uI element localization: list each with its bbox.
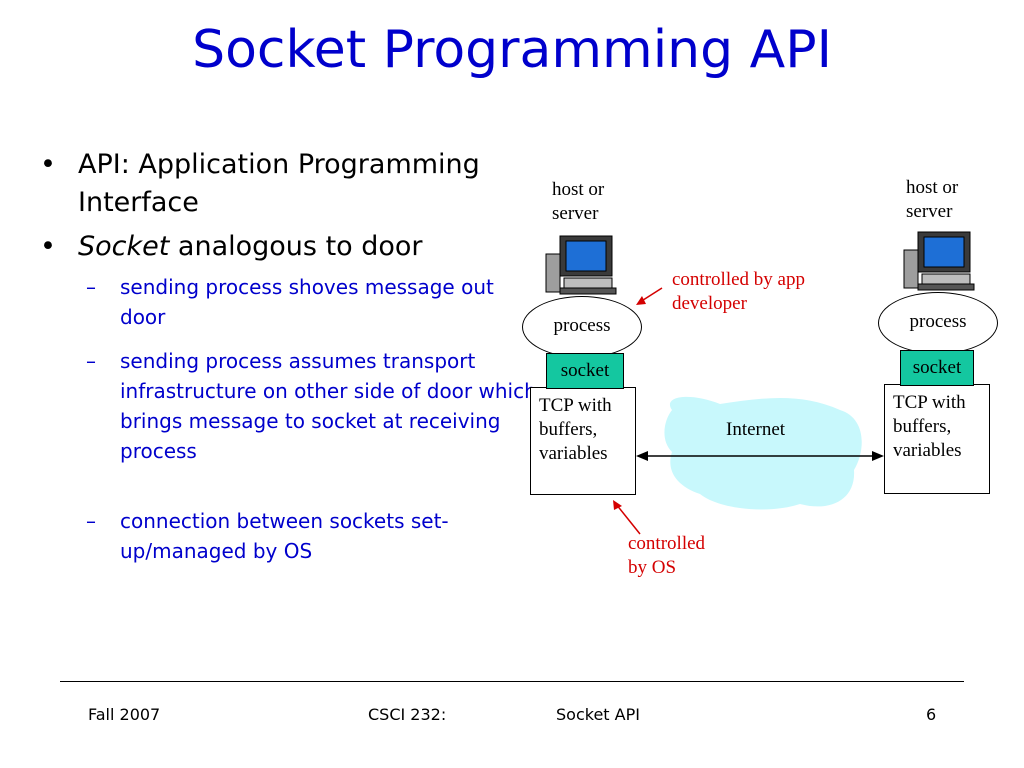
footer-course: CSCI 232: — [368, 705, 447, 724]
footer-page-number: 6 — [926, 705, 937, 724]
right-host-label: host or server — [906, 177, 959, 222]
right-tcp-label: TCP with buffers, variables — [893, 392, 966, 461]
slide-title: Socket Programming API — [192, 20, 832, 80]
internet-label: Internet — [726, 419, 786, 440]
left-socket-box: socket — [546, 353, 624, 389]
right-tcp-box: TCP with buffers, variables — [884, 384, 990, 494]
bullet-socket-text: analogous to door — [169, 231, 423, 262]
bullet-socket-em: Socket — [78, 231, 170, 262]
right-process-ellipse: process — [878, 292, 998, 354]
left-socket-label: socket — [560, 360, 610, 381]
controlled-app-label: controlled by app developer — [672, 269, 805, 314]
footer-divider — [60, 681, 964, 682]
footer-topic: Socket API — [556, 705, 640, 724]
sub-bullet-dash: – — [86, 275, 96, 299]
controlled-os-label: controlled by OS — [628, 533, 706, 578]
left-host-label: host or server — [552, 179, 605, 224]
sub-bullet-dash: – — [86, 349, 96, 373]
app-dev-arrowhead — [636, 296, 646, 305]
bullet-dot: • — [40, 231, 56, 262]
sub-bullet-3-text: connection between sockets set-up/manage… — [120, 509, 449, 563]
left-process-label: process — [553, 315, 611, 336]
bullet-list: • API: Application Programming Interface… — [40, 146, 540, 580]
right-computer-icon — [903, 231, 975, 291]
right-socket-box: socket — [900, 350, 974, 386]
right-process-label: process — [909, 311, 967, 332]
sub-bullet-dash: – — [86, 509, 96, 533]
internet-cloud — [664, 396, 862, 510]
sub-bullet-1-text: sending process shoves message out door — [120, 275, 494, 329]
sub-bullet-2-text: sending process assumes transport infras… — [120, 349, 537, 463]
sub-bullet-2: – sending process assumes transport infr… — [40, 346, 540, 466]
left-computer-icon — [545, 235, 617, 295]
connection-arrowhead-left — [636, 451, 648, 461]
bullet-api-text: API: Application Programming Interface — [78, 149, 480, 218]
bullet-dot: • — [40, 149, 56, 180]
os-arrow — [615, 503, 641, 535]
connection-arrowhead-right — [872, 451, 884, 461]
left-tcp-label: TCP with buffers, variables — [539, 395, 612, 464]
right-socket-label: socket — [912, 357, 962, 378]
sub-bullet-3: – connection between sockets set-up/mana… — [40, 506, 540, 566]
left-tcp-box: TCP with buffers, variables — [530, 387, 636, 495]
bullet-socket: • Socket analogous to door — [40, 228, 540, 266]
left-process-ellipse: process — [522, 296, 642, 358]
bullet-api: • API: Application Programming Interface — [40, 146, 540, 222]
os-arrowhead — [613, 500, 622, 510]
footer-date: Fall 2007 — [88, 705, 161, 724]
sub-bullet-1: – sending process shoves message out doo… — [40, 272, 540, 332]
